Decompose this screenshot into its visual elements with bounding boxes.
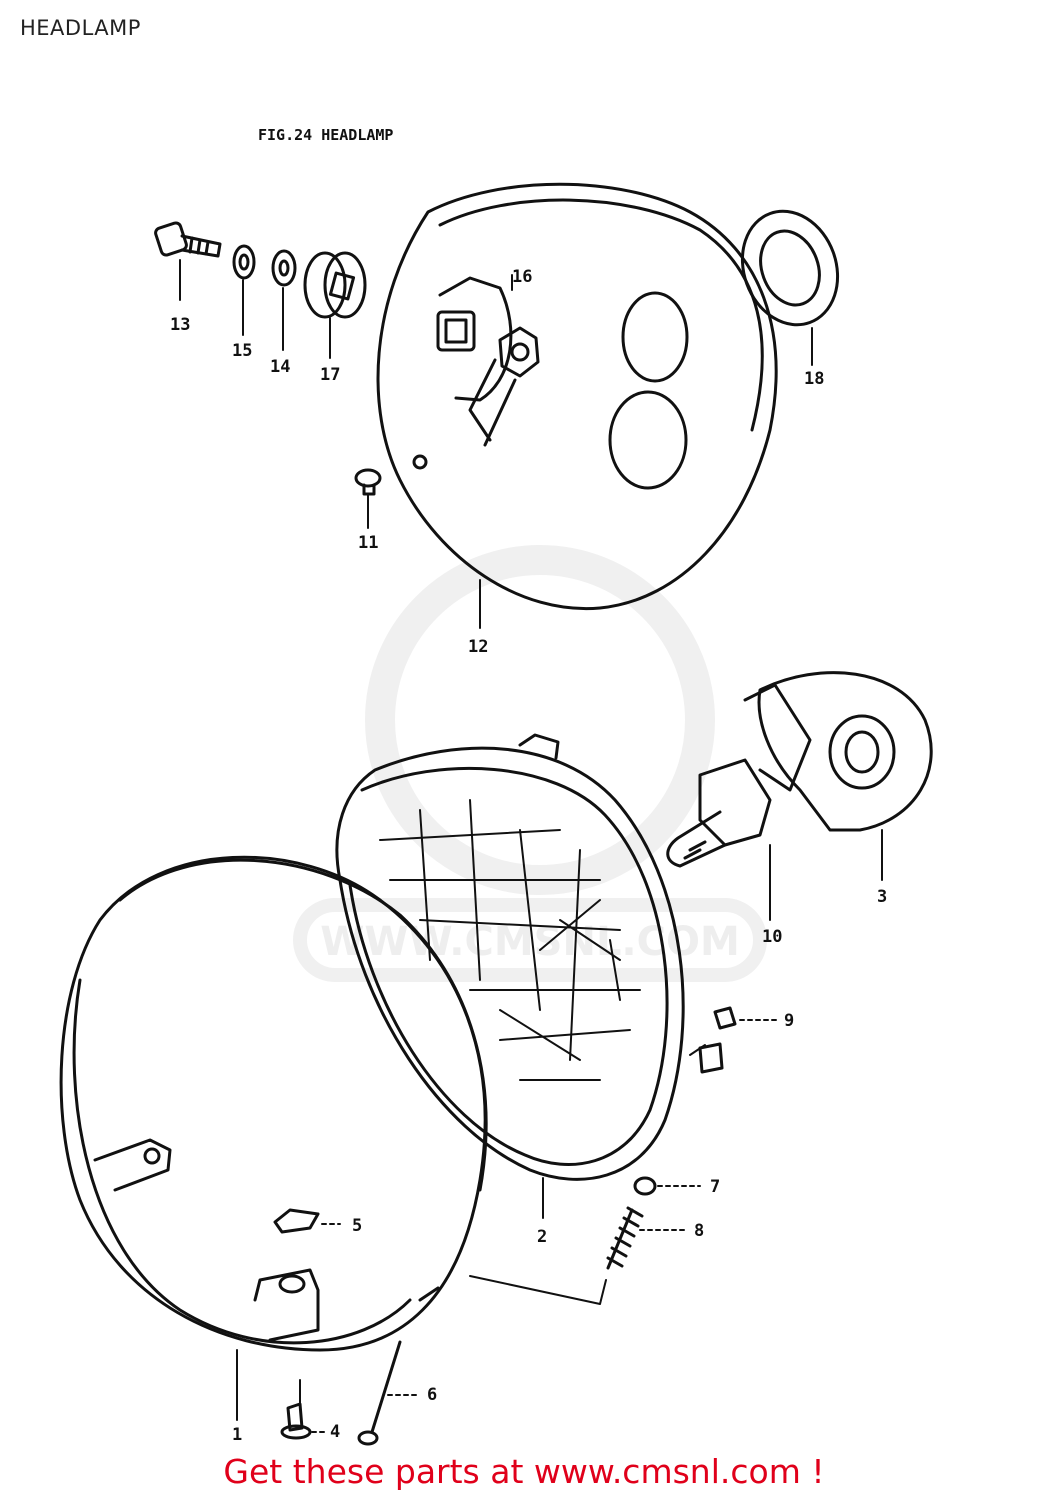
get-parts-link[interactable]: Get these parts at www.cmsnl.com !: [223, 1452, 825, 1491]
callout-4: 4: [330, 1422, 340, 1442]
callout-12: 12: [468, 637, 488, 657]
part-18-cap: [740, 209, 840, 327]
callout-17: 17: [320, 365, 340, 385]
part-17-grommet: [303, 251, 367, 319]
part-10-bulb: [666, 758, 772, 868]
callout-18: 18: [804, 369, 824, 389]
part-5-nut: [273, 1208, 320, 1234]
callout-2: 2: [537, 1227, 547, 1247]
callout-6: 6: [427, 1385, 437, 1405]
callout-11: 11: [358, 533, 378, 553]
callout-1: 1: [232, 1425, 242, 1445]
figure-caption: FIG.24 HEADLAMP: [258, 126, 393, 144]
part-8-spring: [606, 1206, 644, 1270]
part-2-lens-reflector: [335, 733, 724, 1181]
callout-3: 3: [877, 887, 887, 907]
part-11-screw: [354, 468, 382, 496]
callout-14: 14: [270, 357, 290, 377]
part-7-nut: [633, 1176, 657, 1196]
part-3-socket-cover: [743, 671, 933, 832]
part-6-screw: [357, 1340, 402, 1446]
callouts: 1 2 3 4 5 6 7 8 9 10 11 12 13 14 15 16 1…: [170, 267, 887, 1445]
part-1-rim: [59, 855, 488, 1352]
part-13-bolt: [154, 221, 222, 258]
part-4-bushing: [280, 1402, 312, 1440]
callout-13: 13: [170, 315, 190, 335]
part-12-headlamp-housing: [376, 182, 778, 611]
page-title: HEADLAMP: [20, 16, 141, 40]
part-14-washer: [271, 249, 297, 287]
part-9-nut: [713, 1006, 737, 1030]
callout-8: 8: [694, 1221, 704, 1241]
callout-9: 9: [784, 1011, 794, 1031]
callout-16: 16: [512, 267, 532, 287]
callout-5: 5: [352, 1216, 362, 1236]
leader-lines: [179, 259, 883, 1433]
part-15-lock-washer: [232, 244, 256, 280]
callout-10: 10: [762, 927, 782, 947]
callout-7: 7: [710, 1177, 720, 1197]
callout-15: 15: [232, 341, 252, 361]
